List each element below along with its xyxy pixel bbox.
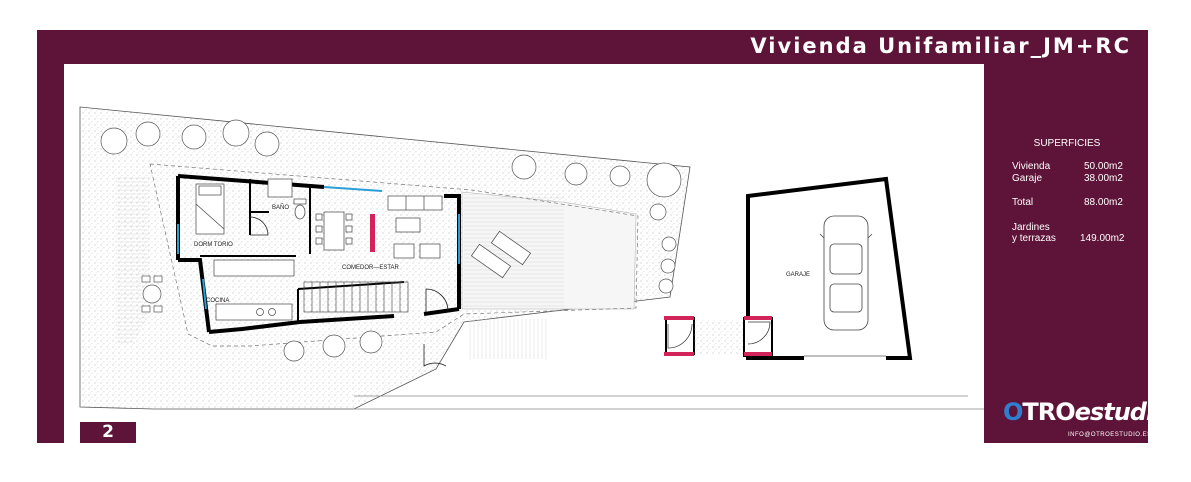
front-path bbox=[469, 319, 549, 359]
plot-boundary bbox=[79, 106, 691, 410]
label-comedor: COMEDOR—ESTAR bbox=[342, 265, 400, 271]
windows bbox=[177, 186, 460, 310]
row-garaje-value: 38.00m2 bbox=[1084, 173, 1123, 184]
garage-building bbox=[743, 176, 913, 361]
contact-email: INFO@OTROESTUDIO.ES bbox=[1068, 432, 1152, 438]
street-lines bbox=[354, 395, 984, 410]
row-terrazas-label: y terrazas bbox=[1012, 233, 1056, 244]
area-panel bbox=[986, 124, 1148, 443]
label-bano: BAÑO bbox=[272, 204, 289, 211]
row-vivienda-label: Vivienda bbox=[1012, 161, 1051, 172]
floor-plan: DORM TORIO BAÑO COMEDOR—ESTAR COCINA GAR… bbox=[79, 106, 984, 410]
terrace-table bbox=[141, 275, 163, 313]
entry-gates bbox=[664, 316, 746, 356]
doors bbox=[249, 216, 449, 367]
page-title: Vivienda Unifamiliar_JM+RC bbox=[750, 34, 1131, 58]
label-cocina: COCINA bbox=[206, 298, 229, 304]
row-total-value: 88.00m2 bbox=[1084, 197, 1123, 208]
dining-set bbox=[315, 211, 353, 251]
bath-fixtures bbox=[267, 178, 307, 220]
interior-walls bbox=[200, 179, 405, 322]
page-number: 2 bbox=[80, 422, 136, 443]
panel-title: PLANTA BAJA bbox=[1001, 100, 1133, 120]
kitchen-counter bbox=[213, 259, 295, 321]
row-vivienda-value: 50.00m2 bbox=[1084, 161, 1123, 172]
living-sofas bbox=[387, 195, 443, 259]
car bbox=[819, 215, 873, 331]
row-terrazas-value: 149.00m2 bbox=[1080, 233, 1125, 244]
left-terrace bbox=[116, 176, 149, 344]
bed bbox=[195, 183, 225, 235]
setback-line bbox=[149, 163, 639, 347]
red-partition bbox=[370, 214, 375, 252]
sun-loungers bbox=[470, 230, 532, 279]
label-dormitorio: DORM TORIO bbox=[194, 242, 233, 248]
stairs bbox=[303, 281, 409, 313]
row-total-label: Total bbox=[1012, 197, 1034, 208]
otroestudio-logo: OTROestudio bbox=[1003, 398, 1170, 426]
trees bbox=[100, 119, 682, 362]
label-garaje: GARAJE bbox=[786, 272, 810, 278]
row-garaje-label: Garaje bbox=[1012, 173, 1043, 184]
panel-subtitle: SUPERFICIES bbox=[1033, 138, 1101, 149]
row-jardines-label: Jardines bbox=[1012, 222, 1050, 233]
